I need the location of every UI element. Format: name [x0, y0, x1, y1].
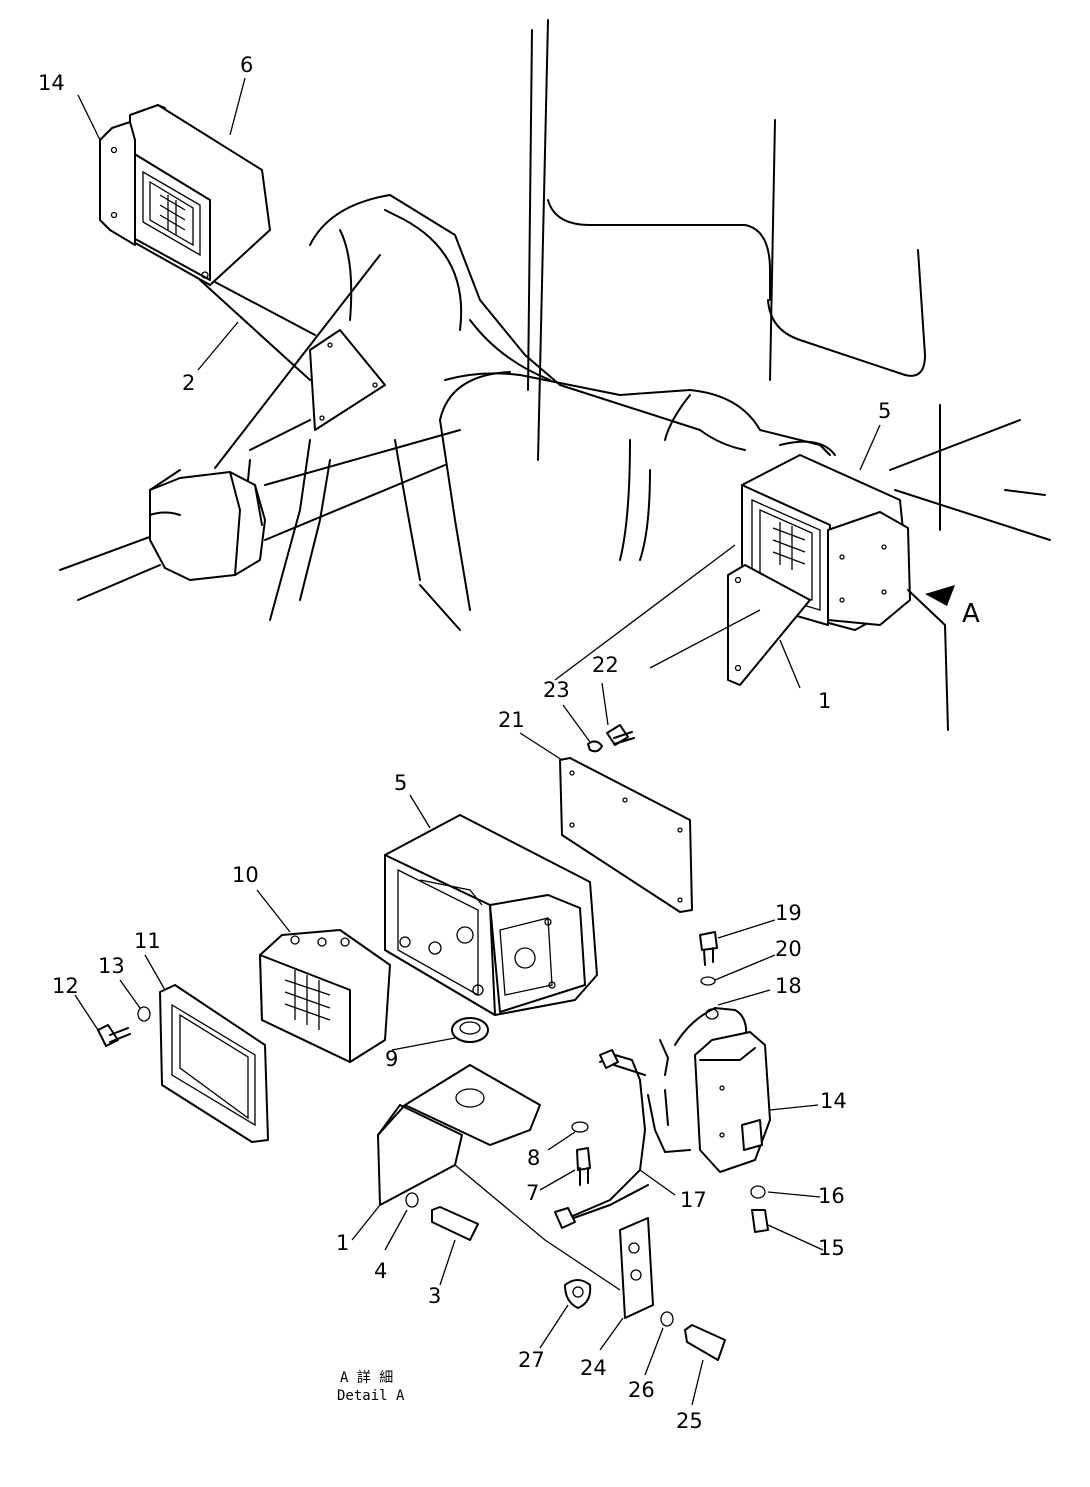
callout-1-upper: 1	[818, 689, 831, 713]
callout-19: 19	[775, 901, 802, 925]
callout-14-lower: 14	[820, 1089, 847, 1113]
callout-20: 20	[775, 937, 802, 961]
callout-25: 25	[676, 1409, 703, 1433]
callout-15: 15	[818, 1236, 845, 1260]
callout-13: 13	[98, 954, 125, 978]
machine-frame-outline	[59, 19, 1051, 631]
callout-3: 3	[428, 1284, 441, 1308]
leader-lines	[74, 77, 881, 1406]
callout-26: 26	[628, 1378, 655, 1402]
callout-18: 18	[775, 974, 802, 998]
callout-24: 24	[580, 1356, 607, 1380]
callout-5-lower: 5	[394, 771, 407, 795]
callout-27: 27	[518, 1348, 545, 1372]
callout-21: 21	[498, 708, 525, 732]
callout-9: 9	[385, 1047, 398, 1071]
callout-22: 22	[592, 653, 619, 677]
callout-5-upper: 5	[878, 399, 891, 423]
callout-16: 16	[818, 1184, 845, 1208]
callout-labels: 14 6 2 5 A 1 22 23 21 5 10 11 13 12 9 19…	[38, 53, 980, 1433]
right-lamp-assembly	[727, 454, 955, 731]
caption-line-1: A 詳 細	[340, 1370, 393, 1386]
callout-23: 23	[543, 678, 570, 702]
callout-14-upper: 14	[38, 71, 65, 95]
detail-a-exploded-parts	[97, 724, 771, 1361]
callout-11: 11	[134, 929, 161, 953]
callout-4: 4	[374, 1259, 387, 1283]
callout-7: 7	[526, 1181, 539, 1205]
callout-6: 6	[240, 53, 253, 77]
caption-line-2: Detail A	[337, 1388, 405, 1404]
callout-10: 10	[232, 863, 259, 887]
callout-17: 17	[680, 1188, 707, 1212]
callout-12: 12	[52, 974, 79, 998]
callout-1-lower: 1	[336, 1231, 349, 1255]
callout-a: A	[962, 599, 980, 629]
callout-8: 8	[527, 1146, 540, 1170]
left-upper-lamp-assembly	[99, 104, 386, 431]
callout-2: 2	[182, 371, 195, 395]
detail-caption: A 詳 細 Detail A	[337, 1370, 405, 1404]
